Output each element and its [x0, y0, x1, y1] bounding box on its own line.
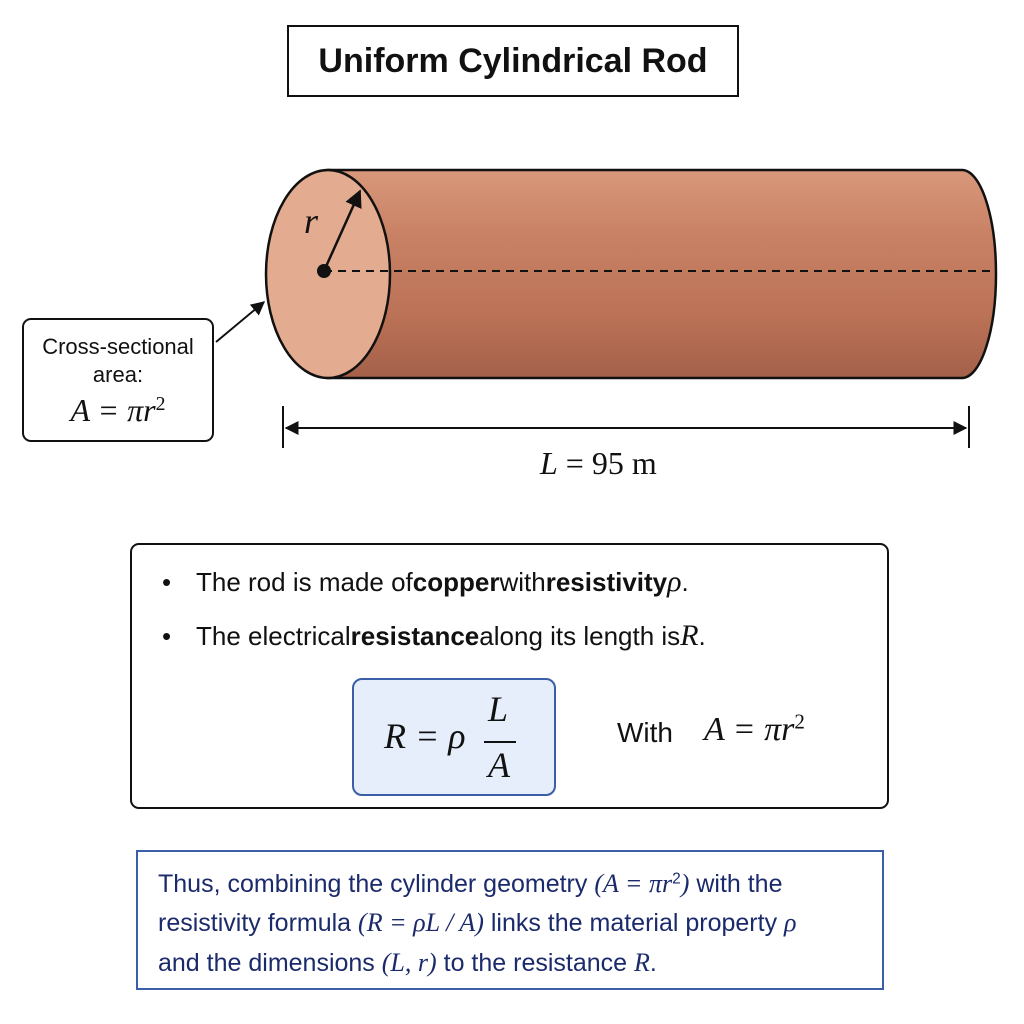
bullet1-bold-resistivity: resistivity — [545, 567, 668, 597]
bullet-item-material: • The rod is made of copper with resisti… — [162, 565, 689, 599]
bullet-dot: • — [162, 567, 172, 597]
with-formula: A = πr2 — [704, 711, 805, 749]
bullet2-symbol-R: R — [680, 619, 699, 652]
info-box: • The rod is made of copper with resisti… — [130, 543, 889, 809]
resistance-formula-box: R = ρ L A — [352, 678, 556, 796]
title-box: Uniform Cylindrical Rod — [287, 25, 739, 97]
cross-section-label-line1: Cross-sectional — [42, 334, 194, 359]
bullet2-bold-resistance: resistance — [350, 621, 480, 651]
cross-section-formula: A = πr2 — [24, 392, 212, 429]
rod-body — [326, 168, 998, 380]
cross-section-label-line2: area: — [92, 362, 144, 387]
summary-l1-close: ) — [680, 869, 690, 898]
summary-l2-end: links the material property — [483, 909, 785, 937]
with-formula-exponent: 2 — [794, 709, 805, 734]
summary-l3-text: and the dimensions — [158, 949, 382, 977]
summary-l3-symbol: R — [634, 948, 650, 977]
bullet2-period: . — [698, 621, 706, 651]
summary-l1-text: Thus, combining the cylinder geometry — [158, 870, 595, 898]
summary-l2-symbol: ρ — [784, 908, 797, 937]
summary-l3-math: (L, r) — [381, 948, 437, 977]
cross-section-callout: Cross-sectional area: A = πr2 — [22, 318, 214, 442]
summary-l1-math: (A = πr — [594, 869, 673, 898]
bullet1-bold-copper: copper — [412, 567, 500, 597]
bullet-item-resistance: • The electrical resistance along its le… — [162, 619, 706, 653]
summary-l2-text: resistivity formula — [158, 909, 359, 937]
rod-diagram — [215, 168, 998, 448]
summary-l3-end: to the resistance — [436, 949, 634, 977]
radius-arrow — [322, 189, 362, 272]
fraction-bar — [484, 741, 516, 743]
bullet-dot: • — [162, 621, 172, 651]
formula-lhs: R = ρ — [384, 716, 466, 756]
summary-l1-end: with the — [689, 870, 783, 898]
summary-line-2: resistivity formula (R = ρL / A) links t… — [158, 908, 797, 938]
bullet1-text-mid: with — [499, 567, 546, 597]
length-symbol: L — [540, 445, 558, 481]
bullet1-symbol-rho: ρ — [667, 565, 682, 598]
summary-l3-period: . — [649, 949, 657, 977]
formula-numerator: L — [488, 689, 509, 729]
bullet1-text-pre: The rod is made of — [196, 567, 413, 597]
summary-l1-exponent: 2 — [672, 870, 681, 888]
summary-box: Thus, combining the cylinder geometry (A… — [136, 850, 884, 990]
summary-line-3: and the dimensions (L, r) to the resista… — [158, 948, 657, 978]
cross-section-formula-base: A = πr — [70, 392, 156, 428]
length-label: L = 95 m — [540, 445, 657, 482]
formula-denominator: A — [488, 745, 510, 785]
summary-line-1: Thus, combining the cylinder geometry (A… — [158, 869, 783, 899]
cross-section-pointer-arrow — [215, 301, 266, 343]
summary-l2-math: (R = ρL / A) — [358, 908, 484, 937]
page-title: Uniform Cylindrical Rod — [318, 41, 708, 80]
with-formula-base: A = πr — [704, 711, 795, 748]
length-equals: = — [557, 445, 592, 481]
bullet1-period: . — [681, 567, 689, 597]
with-label: With — [617, 717, 673, 748]
length-value: 95 m — [591, 445, 657, 481]
bullet2-text-pre: The electrical — [196, 621, 351, 651]
bullet2-text-mid: along its length is — [479, 621, 681, 651]
cross-section-formula-exponent: 2 — [155, 393, 166, 416]
radius-label: r — [304, 201, 319, 241]
